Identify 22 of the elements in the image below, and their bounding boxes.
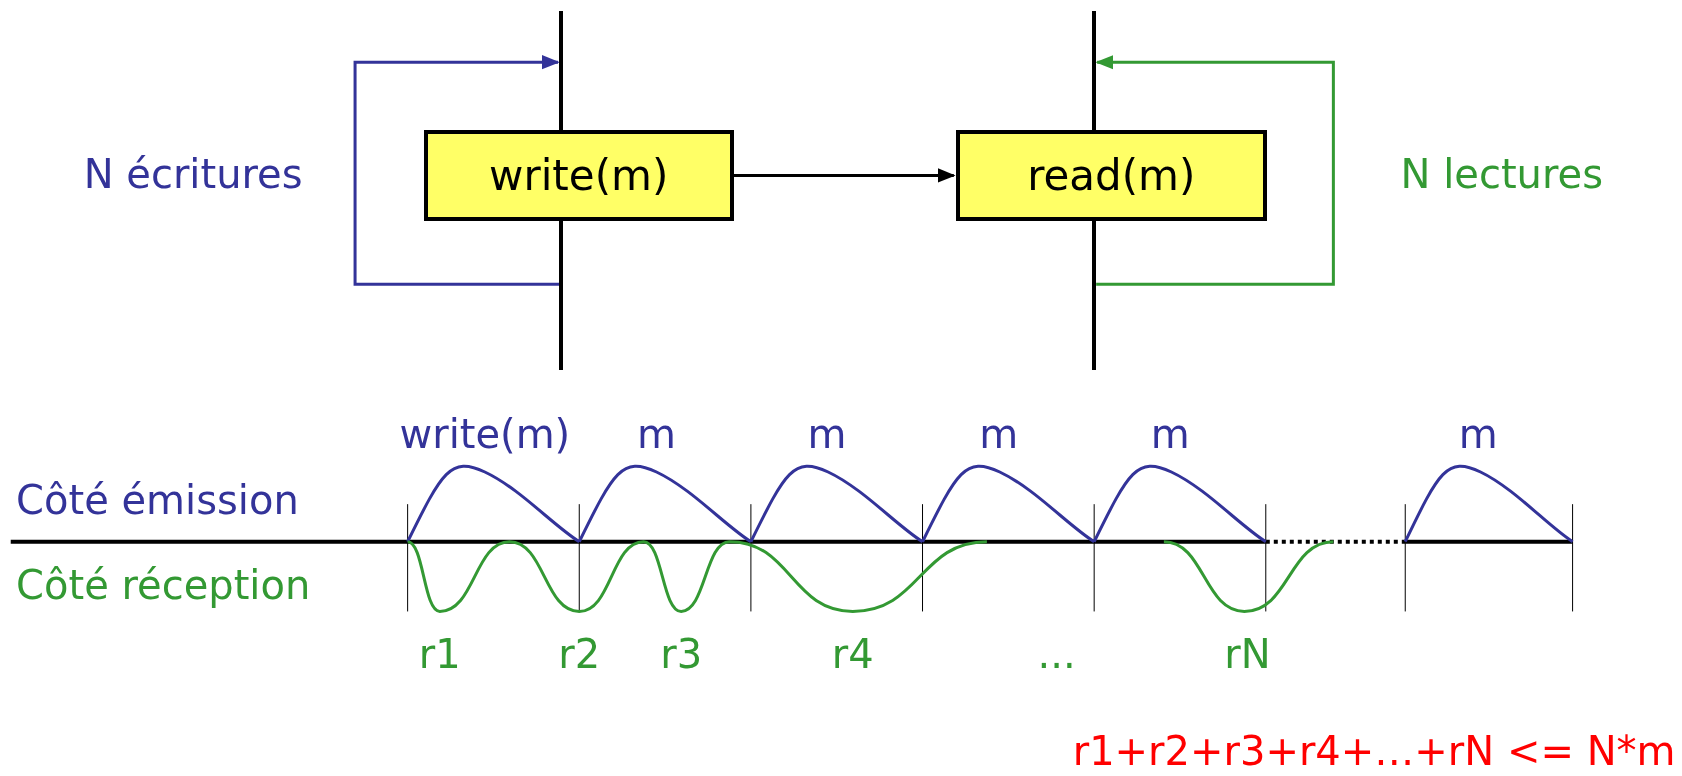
side-label: Côté réception [16, 562, 311, 607]
process-box: read(m) [955, 129, 1267, 221]
arrow [733, 168, 956, 183]
read-label: r2 [558, 632, 601, 677]
read-label: rN [1224, 632, 1271, 677]
formula: r1+r2+r3+r4+…+rN <= N*m [1072, 728, 1676, 773]
message-label: m [979, 412, 1019, 457]
operation-label: write(m) [399, 412, 571, 457]
message-label: m [1150, 412, 1190, 457]
message-label: m [807, 412, 847, 457]
message-label: m [1458, 412, 1498, 457]
message-label: m [637, 412, 676, 457]
read-label: r3 [660, 632, 703, 677]
read-label: r1 [418, 632, 461, 677]
edge-label: N lectures [1400, 151, 1603, 196]
edge-label: N écritures [83, 151, 303, 196]
ellipsis: ... [1037, 632, 1076, 677]
arrow [353, 55, 560, 286]
read-label: r4 [831, 632, 874, 677]
arrow [1095, 55, 1335, 286]
process-box: write(m) [423, 129, 734, 221]
side-label: Côté émission [16, 477, 299, 522]
